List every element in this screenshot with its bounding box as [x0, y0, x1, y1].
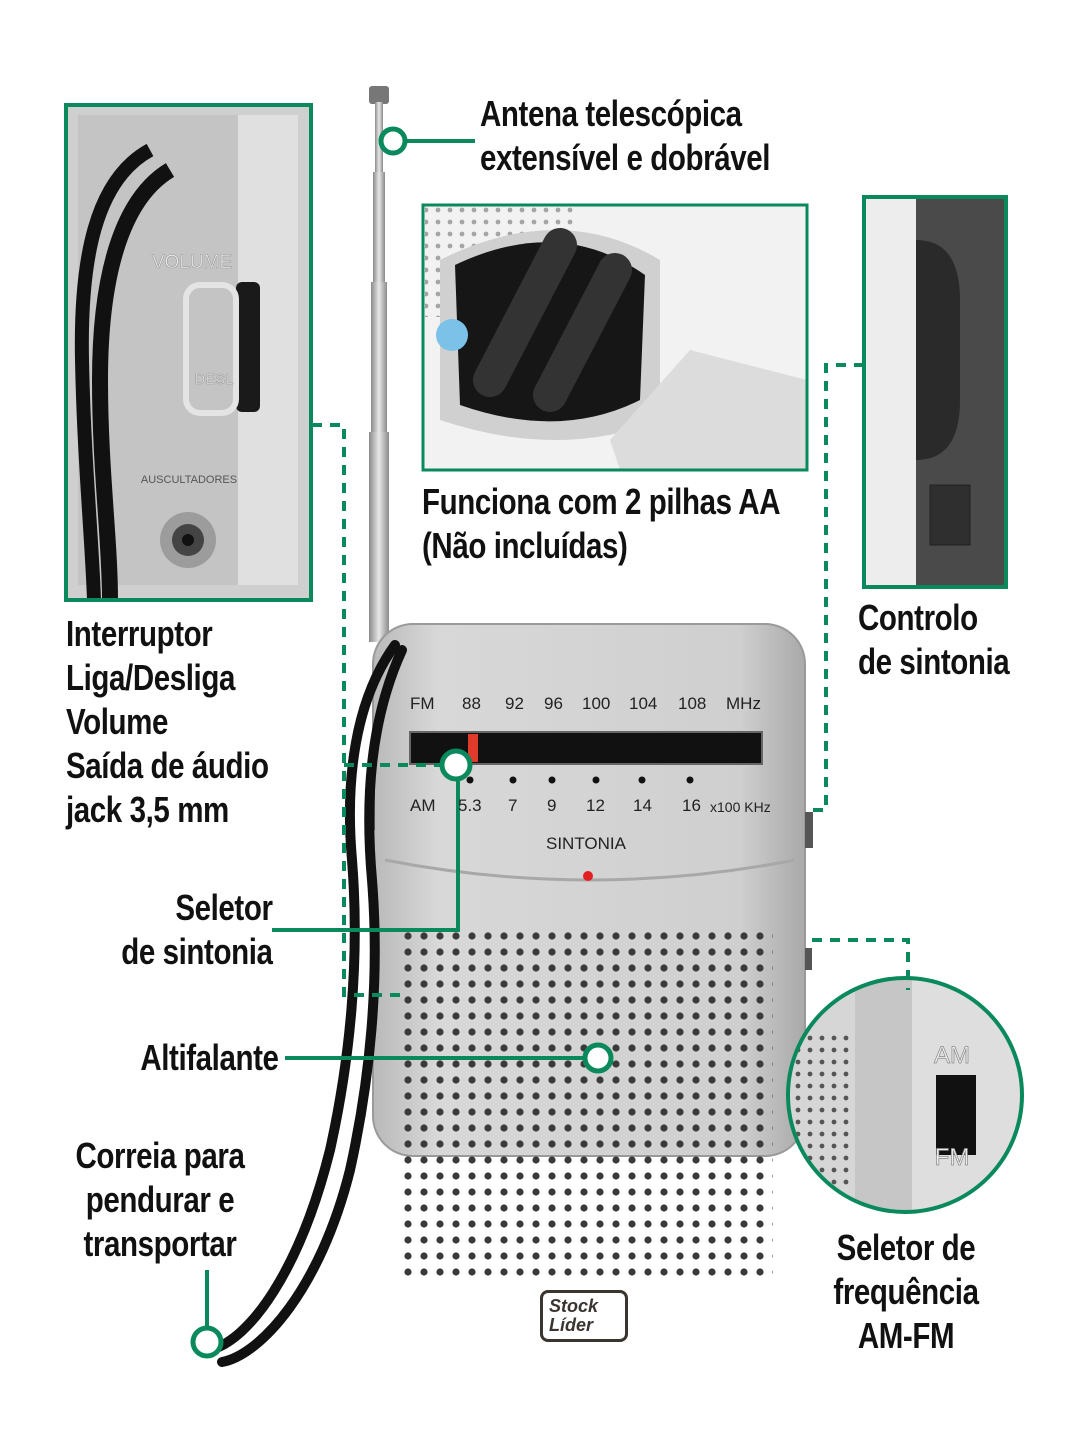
side-panel-callout: Interruptor Liga/Desliga Volume Saída de… [66, 613, 269, 830]
speaker-grille [403, 930, 773, 1278]
am-tick: 16 [682, 796, 701, 815]
am-tick: 12 [586, 796, 605, 815]
side-panel-image [64, 103, 313, 602]
tuning-selector-callout: Seletor de sintonia [121, 887, 274, 972]
speaker-callout: Altifalante [140, 1037, 280, 1078]
am-tick: 14 [633, 796, 652, 815]
fm-tick: 88 [462, 694, 481, 713]
am-switch-label: AM [934, 1042, 970, 1069]
dashed-lines [312, 363, 910, 997]
fm-tick: 108 [678, 694, 707, 713]
logo-line2: Líder [549, 1315, 594, 1335]
am-dots [466, 776, 694, 784]
fm-tick: 100 [582, 694, 611, 713]
am-tick: 5.3 [458, 796, 482, 815]
fm-tick: 104 [629, 694, 658, 713]
strap-callout: Correia para pendurar e transportar [75, 1135, 245, 1264]
brand-logo: Stock Líder [540, 1290, 628, 1342]
fm-tick: 96 [544, 694, 563, 713]
antenna [369, 86, 389, 642]
volume-label: VOLUME [152, 252, 232, 273]
callout-dots [190, 126, 614, 1359]
band-selector-callout: Seletor de frequência AM-FM [833, 1227, 979, 1356]
headphones-label: AUSCULTADORES [141, 474, 237, 486]
fm-band-label: FM [410, 694, 435, 713]
tuning-control-callout: Controlo de sintonia [858, 597, 1010, 682]
dial-needle [468, 734, 478, 762]
am-unit: x100 KHz [710, 799, 771, 815]
antenna-callout: Antena telescópica extensível e dobrável [480, 93, 771, 178]
fm-tick: 92 [505, 694, 524, 713]
am-band-label: AM [410, 796, 436, 815]
am-tick: 9 [547, 796, 557, 815]
tuning-label: SINTONIA [546, 834, 626, 853]
fm-switch-label: FM [935, 1144, 970, 1171]
band-selector-image [786, 976, 1024, 1214]
batteries-callout: Funciona com 2 pilhas AA (Não incluídas) [422, 481, 781, 566]
am-tick: 7 [508, 796, 518, 815]
power-led [583, 871, 593, 881]
logo-line1: Stock [549, 1296, 599, 1316]
fm-unit: MHz [726, 694, 761, 713]
tuning-control-image [862, 195, 1008, 589]
battery-image [421, 203, 809, 472]
off-label: DESL [194, 371, 233, 388]
